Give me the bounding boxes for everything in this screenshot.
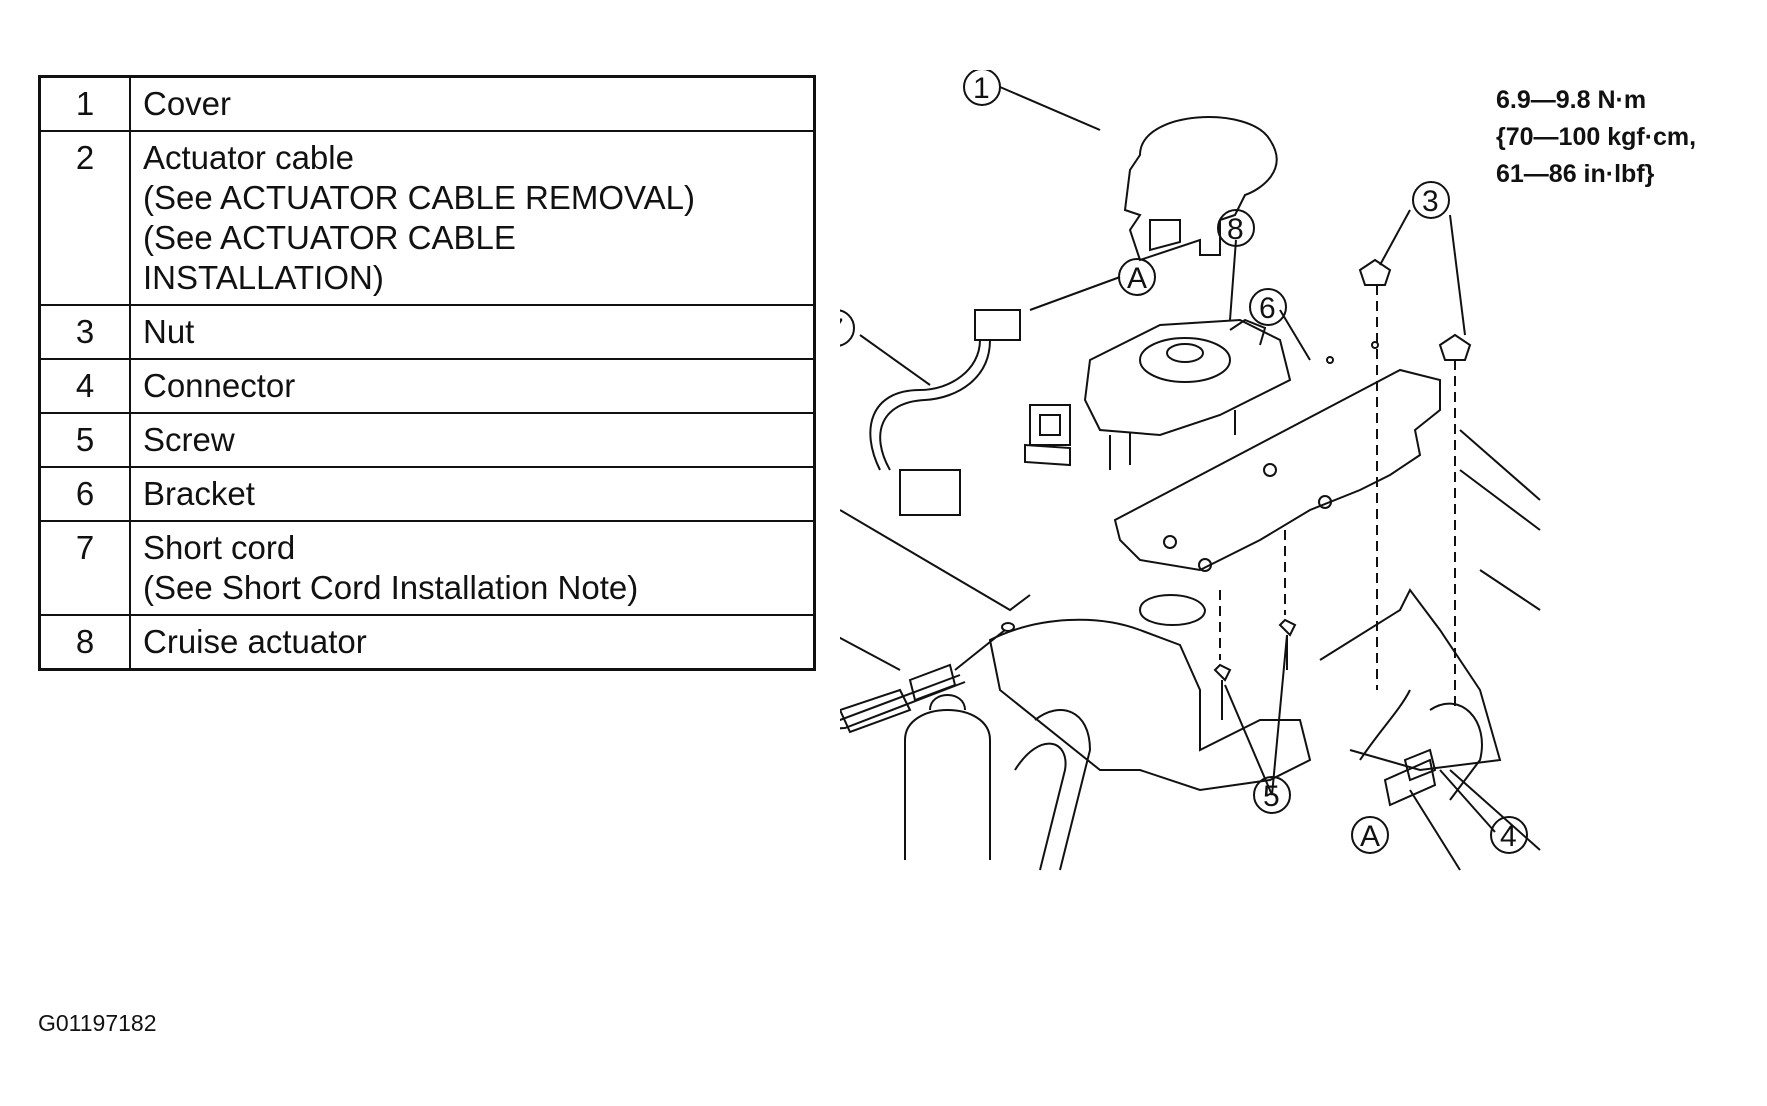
callout-7: 7 — [840, 309, 855, 347]
torque-line-2: {70—100 kgf·cm, — [1496, 123, 1697, 151]
legend-description-line: Actuator cable — [143, 139, 354, 176]
svg-text:1: 1 — [973, 72, 990, 105]
torque-line-3: 61—86 in·lbf} — [1496, 160, 1655, 188]
svg-text:A: A — [1127, 262, 1147, 295]
svg-text:6: 6 — [1259, 292, 1276, 325]
legend-row: 8 Cruise actuator — [38, 614, 816, 671]
bracket-part — [1113, 341, 1441, 572]
callout-3: 3 — [1412, 181, 1450, 219]
legend-number: 1 — [38, 75, 131, 132]
svg-text:A: A — [1360, 820, 1380, 853]
legend-row: 5 Screw — [38, 412, 816, 468]
legend-row: 4 Connector — [38, 358, 816, 414]
legend-description-line: (See Short Cord Installation Note) — [143, 569, 639, 606]
legend-number: 4 — [38, 358, 131, 414]
legend-description: Connector — [129, 358, 816, 414]
legend-description: Cruise actuator — [129, 614, 816, 671]
legend-description-line: Nut — [143, 313, 195, 350]
nuts-part — [1358, 258, 1472, 710]
legend-description-line: Screw — [143, 421, 235, 458]
legend-number: 8 — [38, 614, 131, 671]
legend-description: Screw — [129, 412, 816, 468]
svg-text:4: 4 — [1500, 820, 1517, 853]
cover-part — [1123, 116, 1278, 262]
legend-description-line: (See ACTUATOR CABLE — [143, 219, 516, 256]
svg-text:5: 5 — [1263, 780, 1280, 813]
legend-description: Nut — [129, 304, 816, 360]
callout-4: 4 — [1490, 816, 1528, 854]
legend-row: 3 Nut — [38, 304, 816, 360]
svg-text:3: 3 — [1422, 185, 1439, 218]
actuator-cable-part — [840, 622, 1015, 734]
legend-description: Actuator cable(See ACTUATOR CABLE REMOVA… — [129, 130, 816, 306]
callout-1: 1 — [963, 70, 1001, 106]
torque-line-1: 6.9—9.8 N·m — [1496, 86, 1647, 114]
legend-description-line: Cruise actuator — [143, 623, 367, 660]
legend-number: 5 — [38, 412, 131, 468]
torque-spec: 6.9—9.8 N·m {70—100 kgf·cm, 61—86 in·lbf… — [1496, 82, 1696, 193]
exploded-view-drawing: 1 2 3 4 5 6 7 8 A A — [840, 70, 1541, 871]
legend-row: 1 Cover — [38, 75, 816, 132]
callout-a-top: A — [1118, 258, 1156, 296]
legend-description-line: INSTALLATION) — [143, 259, 384, 296]
callout-6: 6 — [1249, 288, 1287, 326]
engine-bay-outline — [904, 429, 1541, 871]
callout-5: 5 — [1253, 776, 1291, 814]
legend-description: Bracket — [129, 466, 816, 522]
legend-description-line: Cover — [143, 85, 232, 122]
legend-description: Cover — [129, 75, 816, 132]
connector-part — [1359, 689, 1437, 782]
legend-number: 3 — [38, 304, 131, 360]
callout-8: 8 — [1217, 209, 1255, 247]
legend-description-line: Bracket — [143, 475, 255, 512]
legend-description-line: Connector — [143, 367, 296, 404]
cruise-actuator-part — [1024, 318, 1292, 470]
leader-lines — [840, 86, 1496, 833]
figure-id: G01197182 — [38, 1010, 157, 1036]
legend-number: 2 — [38, 130, 131, 306]
legend-description-line: Short cord — [143, 529, 296, 566]
callout-a-bottom: A — [1351, 816, 1389, 854]
svg-text:7: 7 — [840, 313, 844, 346]
legend-description: Short cord(See Short Cord Installation N… — [129, 520, 816, 616]
svg-text:8: 8 — [1227, 213, 1244, 246]
legend-row: 6 Bracket — [38, 466, 816, 522]
legend-description-line: (See ACTUATOR CABLE REMOVAL) — [143, 179, 695, 216]
short-cord-part — [840, 309, 1031, 612]
legend-number: 6 — [38, 466, 131, 522]
legend-number: 7 — [38, 520, 131, 616]
